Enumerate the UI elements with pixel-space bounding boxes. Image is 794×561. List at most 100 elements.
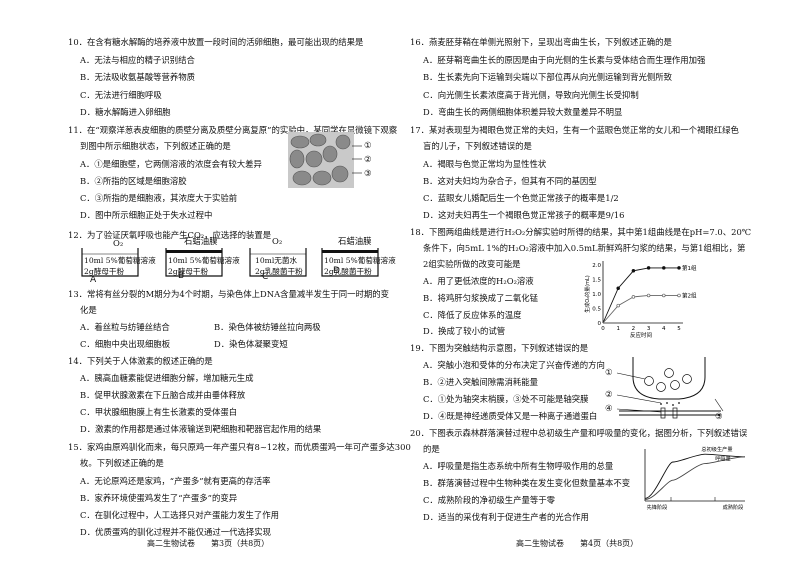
series-label-2: 第2组 — [682, 291, 697, 299]
q14-option-a: A．胰高血糖素能促进细胞分解，增加糖元生成 — [80, 373, 254, 383]
q10-option-d: D．糖水解酶进入卵细胞 — [80, 107, 171, 117]
apparatus-b-top-label: 石蜡油膜 — [184, 236, 218, 246]
q11-stem: 11．在“观察洋葱表皮细胞的质壁分离及质壁分离复原”的实验中，某同学在显微镜下观… — [68, 125, 398, 135]
q18-option-d: D．换成了较小的试管 — [423, 326, 506, 336]
q16-option-a: A．胚芽鞘弯曲生长的原因是由于向光侧的生长素与受体结合而生理作用加强 — [423, 55, 706, 65]
data-point — [677, 266, 681, 270]
apparatus-a-letter: A — [90, 275, 97, 285]
data-point — [616, 286, 620, 290]
q10-option-a: A．无法与相应的精子识别结合 — [80, 55, 195, 65]
x-tick-label: 5 — [677, 326, 681, 332]
apparatus-c-solution: 10ml无菌水 — [255, 256, 298, 265]
x-tick-label: 0 — [601, 326, 605, 332]
apparatus-d-tube — [321, 248, 379, 277]
synaptic-vesicle — [664, 368, 674, 378]
q17-option-d: D．这对夫妇再生一个褐眼色觉正常孩子的概率是9/16 — [423, 210, 625, 220]
q11-stem-cont: 到图中所示细胞状态，下列叙述正确的是 — [80, 141, 231, 151]
q12-stem: 12．为了验证厌氧呼吸也能产生CO₂，应选择的装置是 — [68, 230, 272, 240]
y-tick-label: 1.0 — [592, 292, 601, 298]
q10-option-b: B．无法吸收氨基酸等营养物质 — [80, 72, 196, 82]
x-tick-label: 先锋阶段 — [647, 503, 668, 511]
apparatus-d-powder: 2g乳酸菌干粉 — [324, 267, 372, 276]
synapse-label-3: ③ — [715, 411, 723, 421]
series-label-1: 第1组 — [682, 264, 697, 272]
series-label-2: 呼吸量 — [715, 456, 731, 463]
q18-stem: 18．下图两组曲线是进行H₂O₂分解实验时所得的结果，其中第1组曲线是在pH=7… — [410, 227, 752, 237]
q15-option-d: D．优质蛋鸡的驯化过程并不能仅通过一代选择实现 — [80, 527, 271, 537]
succession-production-chart: 总初级生产量呼吸量先锋阶段成熟阶段 — [644, 445, 746, 511]
q17-stem-cont: 盲的儿子，下列叙述错误的是 — [423, 141, 532, 151]
synaptic-vesicle — [682, 374, 692, 384]
cell-micrograph-figure — [288, 132, 354, 188]
data-point — [646, 266, 651, 270]
page-footer-right: 高二生物试卷 第4页（共8页） — [516, 539, 639, 548]
q19-option-a: A．突触小泡和受体的分布决定了兴奋传递的方向 — [423, 360, 605, 370]
x-tick-label: 4 — [662, 326, 666, 332]
series-curve-2 — [644, 456, 746, 500]
micrograph-cell — [289, 149, 305, 169]
data-point — [662, 266, 666, 270]
q11-option-a: A．①是细胞壁，它两侧溶液的浓度会有较大差异 — [80, 159, 262, 169]
apparatus-c-powder: 2g乳酸菌干粉 — [255, 267, 303, 276]
q11-option-c: C．③所指的是细胞液，其浓度大于实验前 — [80, 193, 238, 203]
synapse-label-1: ① — [605, 367, 613, 377]
q10-option-c: C．无法进行细胞呼吸 — [80, 90, 162, 100]
data-point — [631, 269, 636, 273]
q13-option-d: D．染色体凝聚变短 — [214, 339, 288, 349]
apparatus-d-solution: 10ml 5%葡萄糖溶液 — [324, 256, 396, 265]
data-point — [631, 295, 636, 299]
apparatus-c-tube — [249, 248, 307, 277]
q17-option-c: C．蓝眼女儿婚配后生一个色觉正常孩子的概率是1/2 — [423, 193, 619, 203]
y-tick-label: 1.5 — [592, 278, 601, 284]
x-axis-label: 反应时间 — [630, 331, 652, 339]
q13-stem-cont: 化是 — [80, 305, 97, 315]
data-point — [677, 293, 681, 298]
synaptic-vesicle — [656, 382, 666, 392]
micrograph-label-2: ② — [364, 154, 372, 164]
y-tick-label: 0 — [598, 321, 602, 327]
micrograph-cell — [335, 134, 351, 150]
micrograph-cell — [292, 170, 312, 186]
q15-option-b: B．家养环境使蛋鸡发生了“产蛋多”的变异 — [80, 493, 238, 503]
q20-stem-cont: 的是 — [423, 444, 440, 454]
q20-option-a: A．呼吸量是指生态系统中所有生物呼吸作用的总量 — [423, 461, 614, 471]
data-point — [662, 293, 666, 298]
synapse-diagram — [616, 357, 724, 419]
q17-stem: 17．某对表现型为褐眼色觉正常的夫妇，生有一个蓝眼色觉正常的女儿和一个褐眼红绿色 — [410, 125, 739, 135]
synapse-label-4: ④ — [605, 403, 613, 413]
q19-option-b: B．②进入突触间隙需消耗能量 — [423, 377, 539, 387]
q13-option-b: B．染色体被纺锤丝拉向两极 — [214, 322, 321, 332]
q11-option-b: B．②所指的区域是细胞溶胶 — [80, 176, 187, 186]
q19-option-d: D．④既是神经递质受体又是一种离子通道蛋白 — [423, 411, 598, 421]
series-line-1 — [602, 267, 679, 324]
synaptic-vesicle — [670, 380, 680, 390]
series-curve-1 — [644, 453, 746, 499]
q19-stem: 19．下图为突触结构示意图，下列叙述错误的是 — [410, 343, 589, 353]
receptor-channel — [672, 407, 678, 419]
q20-option-d: D．适当的采伐有利于促进生产者的光合作用 — [423, 512, 589, 522]
series-line-2 — [602, 295, 679, 324]
y-axis-label: 生成O₂的量(mL) — [584, 275, 591, 313]
data-point — [616, 303, 620, 308]
x-tick-label: 3 — [647, 326, 651, 332]
x-tick-label: 2 — [632, 326, 636, 332]
page-footer-left: 高二生物试卷 第3页（共8页） — [147, 539, 270, 548]
q15-option-a: A．无论原鸡还是家鸡，“产蛋多”就有更高的存活率 — [80, 476, 271, 486]
receptor-channel — [660, 407, 666, 419]
q16-option-d: D．弯曲生长的两侧细胞体积差异较大数量差异不明显 — [423, 107, 623, 117]
q18-stem-cont2: 2组实验所做的改变可能是 — [423, 259, 521, 269]
q18-option-c: C．降低了反应体系的温度 — [423, 310, 522, 320]
apparatus-a-tube — [81, 248, 139, 277]
q18-stem-cont: 条件下，向5mL 1%的H₂O₂溶液中加入0.5mL新鲜鸡肝匀浆的结果，与第1组… — [423, 243, 746, 253]
apparatus-b-letter: B — [178, 271, 185, 281]
apparatus-b-solution: 10ml 5%葡萄糖溶液 — [168, 256, 240, 265]
q15-option-c: C．在驯化过程中，人工选择只对产蛋能力发生了作用 — [80, 510, 280, 520]
q14-stem: 14．下列关于人体激素的叙述正确的是 — [68, 356, 213, 366]
x-tick-label: 1 — [616, 326, 620, 332]
q18-option-b: B．将鸡肝匀浆换成了二氧化锰 — [423, 293, 539, 303]
q17-option-b: B．这对夫妇均为杂合子，但其有不同的基因型 — [423, 176, 597, 186]
x-tick-label: 成熟阶段 — [723, 503, 744, 511]
q19-option-c: C．①处为轴突末梢膜，③处不可能是轴突膜 — [423, 394, 589, 404]
y-tick-label: 2.0 — [592, 263, 601, 269]
apparatus-b-powder: 2g酵母干粉 — [168, 267, 209, 276]
